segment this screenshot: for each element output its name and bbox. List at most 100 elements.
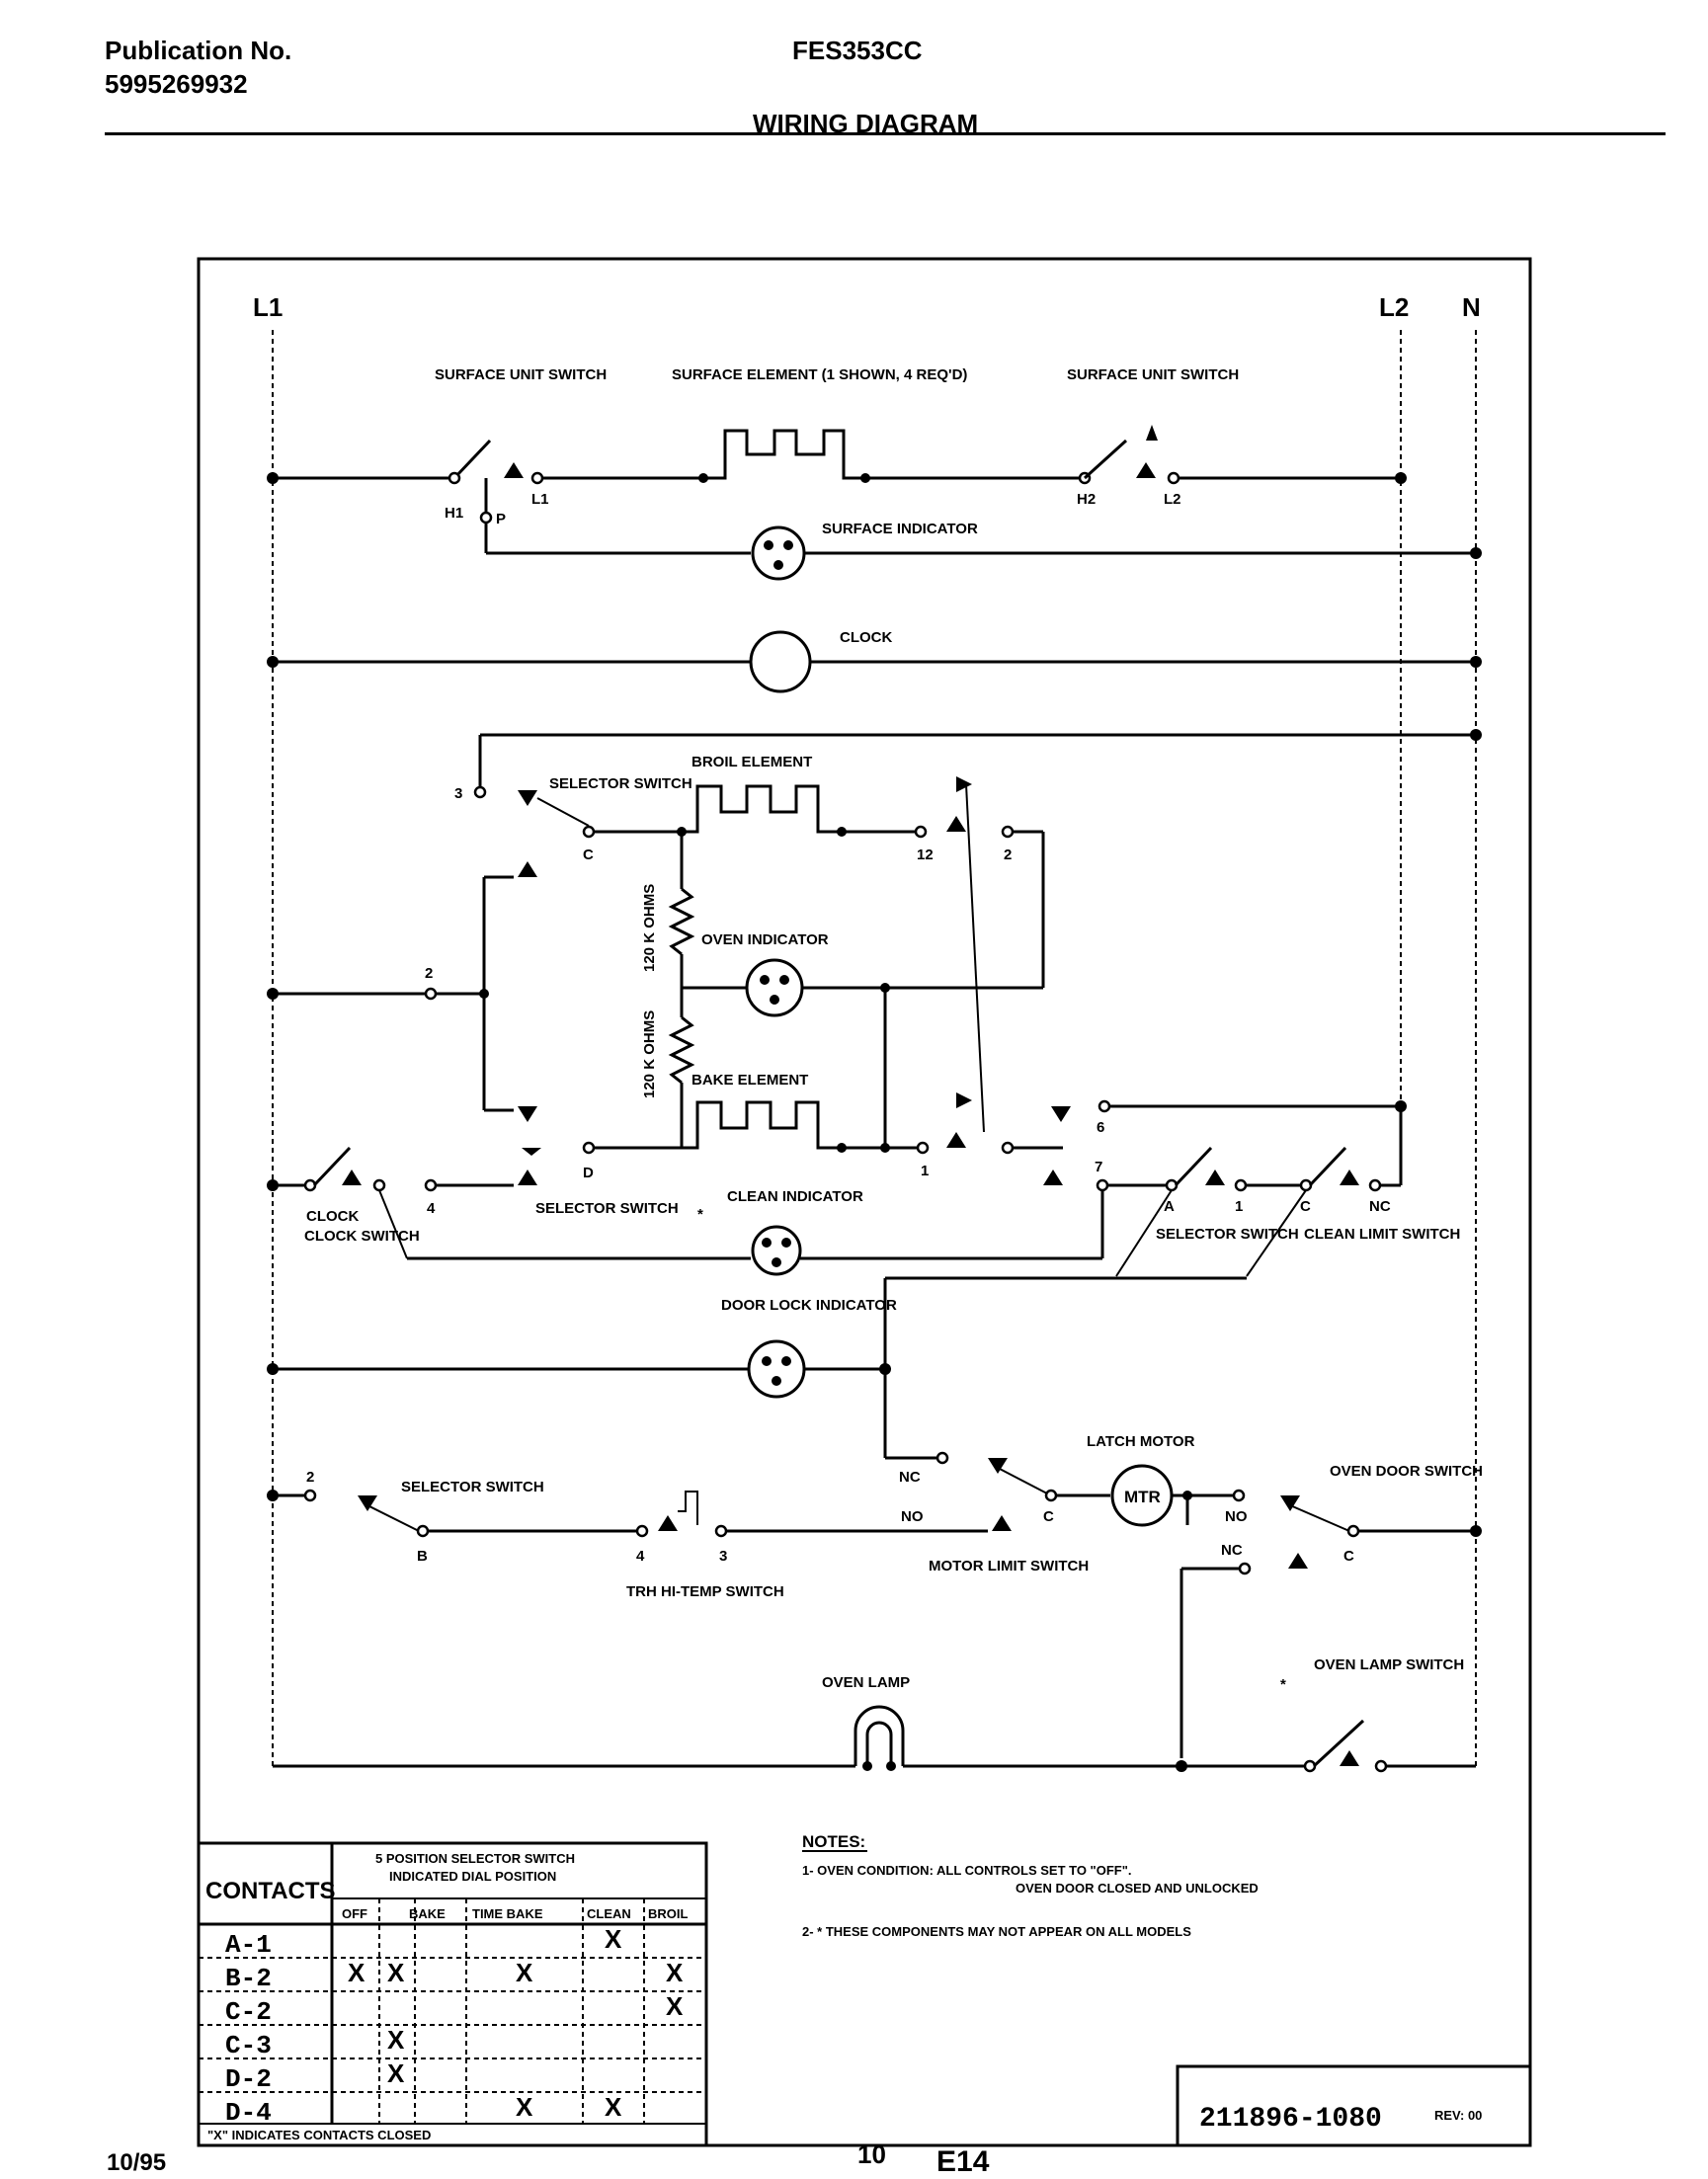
- line-l2-label: L2: [1379, 292, 1409, 322]
- surface-unit-circuit: [267, 425, 1482, 581]
- contact-mark: X: [348, 1958, 366, 1987]
- terminal-nc: NC: [1369, 1198, 1391, 1215]
- contact-label: A-1: [225, 1930, 272, 1960]
- terminal-2-bottom: 2: [306, 1469, 314, 1486]
- resistor-top-label: 120 K OHMS: [641, 884, 658, 972]
- selector-switch-bottom-label: SELECTOR SWITCH: [401, 1479, 544, 1495]
- surface-unit-switch-left-label: SURFACE UNIT SWITCH: [435, 366, 607, 383]
- column-clean: CLEAN: [587, 1906, 631, 1921]
- clock-label: CLOCK: [840, 629, 892, 646]
- terminal-6: 6: [1097, 1119, 1104, 1136]
- contacts-table: [197, 1841, 708, 2147]
- contact-mark: X: [605, 2092, 622, 2122]
- terminal-3-trh: 3: [719, 1548, 727, 1565]
- model-number: FES353CC: [792, 36, 923, 65]
- terminal-d: D: [583, 1165, 594, 1181]
- motor-limit-switch-label: MOTOR LIMIT SWITCH: [929, 1558, 1089, 1574]
- motor-mtr-label: MTR: [1124, 1488, 1161, 1506]
- contact-mark: X: [666, 1991, 684, 2021]
- latch-motor-circuit: MTR: [885, 1451, 1482, 1758]
- table-header-line1: 5 POSITION SELECTOR SWITCH: [375, 1851, 575, 1866]
- notes-title: NOTES:: [802, 1832, 865, 1851]
- footer-date: 10/95: [107, 2149, 167, 2176]
- header-rule: [105, 132, 1666, 135]
- note-1-line-1: 1- OVEN CONDITION: ALL CONTROLS SET TO "…: [802, 1863, 1131, 1878]
- column-time-bake: TIME BAKE: [472, 1906, 543, 1921]
- terminal-c-door: C: [1343, 1548, 1354, 1565]
- contact-mark: X: [516, 2092, 533, 2122]
- terminal-h1: H1: [445, 505, 463, 522]
- terminal-no-motor: NO: [901, 1508, 924, 1525]
- table-header-line2: INDICATED DIAL POSITION: [389, 1869, 556, 1884]
- footer-page-number: 10: [857, 2139, 886, 2169]
- publication-label: Publication No.: [105, 36, 292, 65]
- contact-mark: X: [387, 1958, 405, 1987]
- contacts-label: CONTACTS: [205, 1878, 336, 1904]
- terminal-l1: L1: [531, 491, 549, 508]
- column-bake: BAKE: [409, 1906, 446, 1921]
- trh-switch-label: TRH HI-TEMP SWITCH: [626, 1583, 784, 1600]
- selector-switch-right-label: SELECTOR SWITCH: [1156, 1226, 1299, 1243]
- line-n-label: N: [1462, 292, 1481, 322]
- terminal-h2: H2: [1077, 491, 1096, 508]
- contact-mark: X: [605, 1924, 622, 1954]
- contact-mark: X: [387, 2058, 405, 2088]
- publication-number: 5995269932: [105, 69, 248, 99]
- contact-mark: X: [666, 1958, 684, 1987]
- selector-switch-top-label: SELECTOR SWITCH: [549, 775, 692, 792]
- resistor-bottom-label: 120 K OHMS: [641, 1010, 658, 1098]
- terminal-3: 3: [454, 785, 462, 802]
- note-2: 2- * THESE COMPONENTS MAY NOT APPEAR ON …: [802, 1924, 1191, 1939]
- contact-label: B-2: [225, 1964, 272, 1993]
- diagram-frame: [197, 257, 1532, 2147]
- terminal-1: 1: [921, 1163, 929, 1179]
- surface-indicator-label: SURFACE INDICATOR: [822, 521, 978, 537]
- footer-code: E14: [936, 2145, 990, 2178]
- terminal-2-left: 2: [425, 965, 433, 982]
- terminal-c-clean: C: [1300, 1198, 1311, 1215]
- clock-switch-label: CLOCK SWITCH: [304, 1228, 420, 1245]
- clock-circuit: [267, 630, 1482, 693]
- column-broil: BROIL: [648, 1906, 689, 1921]
- contact-label: C-3: [225, 2031, 272, 2060]
- oven-lamp-label: OVEN LAMP: [822, 1674, 910, 1691]
- terminal-no-door: NO: [1225, 1508, 1248, 1525]
- bake-element-label: BAKE ELEMENT: [691, 1072, 808, 1089]
- terminal-4: 4: [427, 1200, 436, 1217]
- terminal-p: P: [496, 511, 506, 527]
- terminal-nc-door: NC: [1221, 1542, 1243, 1559]
- oven-door-switch-label: OVEN DOOR SWITCH: [1330, 1463, 1483, 1480]
- clean-limit-switch-label: CLEAN LIMIT SWITCH: [1304, 1226, 1460, 1243]
- line-l1-label: L1: [253, 292, 283, 322]
- selector-switch-mid-label: SELECTOR SWITCH: [535, 1200, 679, 1217]
- contact-mark: X: [387, 2025, 405, 2055]
- clock-switch-label-1: CLOCK: [306, 1208, 359, 1225]
- column-off: OFF: [342, 1906, 367, 1921]
- contact-label: D-4: [225, 2098, 272, 2128]
- terminal-c-top: C: [583, 847, 594, 863]
- contact-label: C-2: [225, 1997, 272, 2027]
- latch-motor-label: LATCH MOTOR: [1087, 1433, 1195, 1450]
- terminal-a: A: [1164, 1198, 1175, 1215]
- terminal-c-motor: C: [1043, 1508, 1054, 1525]
- contact-label: D-2: [225, 2064, 272, 2094]
- doc-number: 211896-1080: [1199, 2104, 1382, 2135]
- clean-circuit: [267, 1106, 1403, 1458]
- terminal-1-right: 1: [1235, 1198, 1243, 1215]
- doc-revision: REV: 00: [1434, 2108, 1482, 2123]
- broil-element-label: BROIL ELEMENT: [691, 754, 812, 770]
- terminal-l2: L2: [1164, 491, 1181, 508]
- table-footnote: "X" INDICATES CONTACTS CLOSED: [207, 2128, 431, 2142]
- surface-element-label: SURFACE ELEMENT (1 SHOWN, 4 REQ'D): [672, 366, 967, 383]
- terminal-b: B: [417, 1548, 428, 1565]
- clean-star: *: [697, 1206, 703, 1223]
- oven-lamp-switch-label: OVEN LAMP SWITCH: [1314, 1656, 1464, 1673]
- trh-circuit: [267, 1489, 1012, 1538]
- oven-lamp-star: *: [1280, 1676, 1286, 1693]
- terminal-4-trh: 4: [636, 1548, 645, 1565]
- oven-circuit: [267, 729, 1482, 1156]
- terminal-7: 7: [1095, 1159, 1102, 1175]
- contact-mark: X: [516, 1958, 533, 1987]
